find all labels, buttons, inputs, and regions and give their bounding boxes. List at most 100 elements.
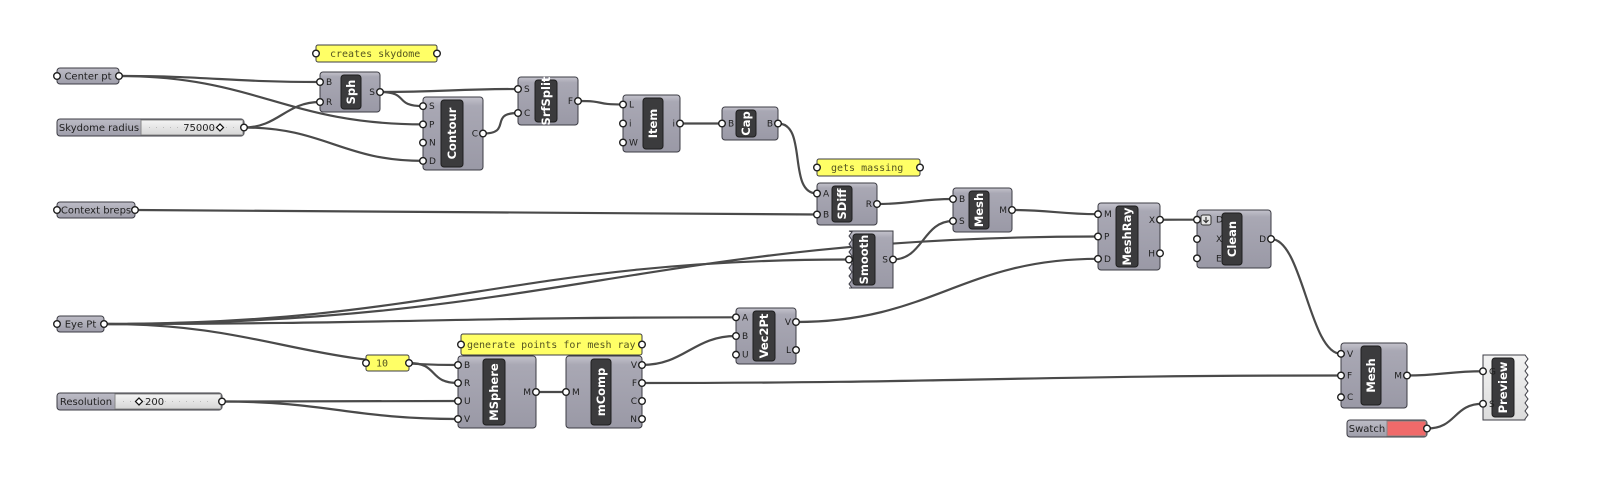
input-port-R[interactable]	[316, 97, 325, 106]
node-eye[interactable]: Eye Pt	[53, 315, 108, 333]
output-port[interactable]	[405, 359, 414, 368]
output-port-C[interactable]	[479, 129, 488, 138]
wire-center-to-contour[interactable]	[118, 74, 424, 126]
wire-ten-to-msphere[interactable]	[408, 361, 459, 385]
wire-eye-to-vec2pt[interactable]	[103, 316, 737, 326]
input-port[interactable]	[813, 163, 822, 172]
output-port-M[interactable]	[1008, 205, 1017, 214]
wire-mesh2-to-preview[interactable]	[1406, 370, 1484, 377]
wire-radius-to-sph[interactable]	[243, 100, 321, 129]
output-port[interactable]	[1422, 424, 1431, 433]
output-port-H[interactable]	[1155, 249, 1164, 258]
output-port-L[interactable]	[792, 346, 801, 355]
output-port-F[interactable]	[574, 96, 583, 105]
output-port-S[interactable]	[889, 255, 898, 264]
node-context[interactable]: Context breps	[53, 201, 139, 219]
input-port-V[interactable]	[454, 415, 463, 424]
slider-grip-icon[interactable]	[134, 397, 144, 406]
wire-srfsplit-to-item[interactable]	[577, 99, 624, 106]
input-port-P[interactable]	[419, 120, 428, 129]
input-port-D[interactable]	[1093, 254, 1102, 263]
input-port-S[interactable]	[1478, 399, 1487, 408]
wire-vec2pt-to-meshray[interactable]	[795, 257, 1099, 324]
output-port-F[interactable]	[638, 379, 647, 388]
input-port[interactable]	[362, 359, 371, 368]
input-port[interactable]	[457, 340, 466, 349]
wire-eye-to-meshray[interactable]	[103, 235, 1099, 326]
wire-swatch-to-preview[interactable]	[1426, 402, 1484, 430]
wire-context-to-sdiff[interactable]	[134, 208, 818, 216]
output-port[interactable]	[239, 123, 248, 132]
output-port-D[interactable]	[1266, 234, 1275, 243]
input-port-B[interactable]	[732, 332, 741, 341]
output-port-N[interactable]	[638, 415, 647, 424]
wire-radius-to-contour[interactable]	[243, 126, 424, 162]
output-port-i[interactable]	[676, 119, 685, 128]
input-port-U[interactable]	[454, 397, 463, 406]
node-note3[interactable]: generate points for mesh ray	[457, 333, 647, 356]
node-ten[interactable]: 10	[362, 354, 414, 372]
input-port-A[interactable]	[732, 313, 741, 322]
output-port[interactable]	[130, 205, 139, 214]
input-port-S[interactable]	[419, 102, 428, 111]
output-port-V[interactable]	[638, 361, 647, 370]
wire-sph-to-srfsplit[interactable]	[379, 87, 519, 94]
input-port-geometry[interactable]	[845, 255, 854, 264]
input-port-W[interactable]	[619, 138, 628, 147]
input-port-V[interactable]	[1336, 349, 1345, 358]
output-port[interactable]	[638, 340, 647, 349]
output-port-C[interactable]	[638, 397, 647, 406]
wire-clean-to-mesh2[interactable]	[1270, 237, 1342, 355]
node-note1[interactable]: creates skydome	[312, 44, 442, 63]
wire-mesh1-to-meshray[interactable]	[1011, 208, 1099, 216]
input-port-i[interactable]	[619, 119, 628, 128]
node-swatch[interactable]: Swatch	[1346, 419, 1431, 438]
input-port[interactable]	[53, 205, 62, 214]
input-port-U[interactable]	[732, 350, 741, 359]
input-port-B[interactable]	[949, 194, 958, 203]
output-port[interactable]	[433, 49, 442, 58]
node-center[interactable]: Center pt	[53, 67, 123, 85]
input-port-C[interactable]	[514, 108, 523, 117]
input-port[interactable]	[53, 71, 62, 80]
wire-sph-to-contour[interactable]	[379, 90, 424, 108]
wire-smooth-to-mesh1[interactable]	[892, 219, 954, 261]
output-port-S[interactable]	[376, 87, 385, 96]
input-port-A[interactable]	[813, 189, 822, 198]
wire-mcomp-to-vec2pt[interactable]	[641, 334, 737, 367]
wire-mcomp-to-mesh2[interactable]	[641, 374, 1342, 385]
wire-resolution-to-msphere[interactable]	[221, 400, 459, 421]
output-port-V[interactable]	[792, 318, 801, 327]
wire-cap-to-sdiff[interactable]	[777, 122, 818, 195]
input-port-B[interactable]	[316, 77, 325, 86]
output-port-M[interactable]	[1402, 371, 1411, 380]
swatch-color[interactable]	[1386, 420, 1427, 437]
input-port-C[interactable]	[1336, 393, 1345, 402]
output-port-R[interactable]	[873, 199, 882, 208]
output-port-B[interactable]	[774, 119, 783, 128]
input-port-S[interactable]	[949, 216, 958, 225]
input-port-B[interactable]	[813, 210, 822, 219]
input-port-B[interactable]	[454, 361, 463, 370]
input-port-P[interactable]	[1093, 232, 1102, 241]
input-port-L[interactable]	[619, 100, 628, 109]
input-port-S[interactable]	[514, 84, 523, 93]
input-port-M[interactable]	[562, 388, 571, 397]
